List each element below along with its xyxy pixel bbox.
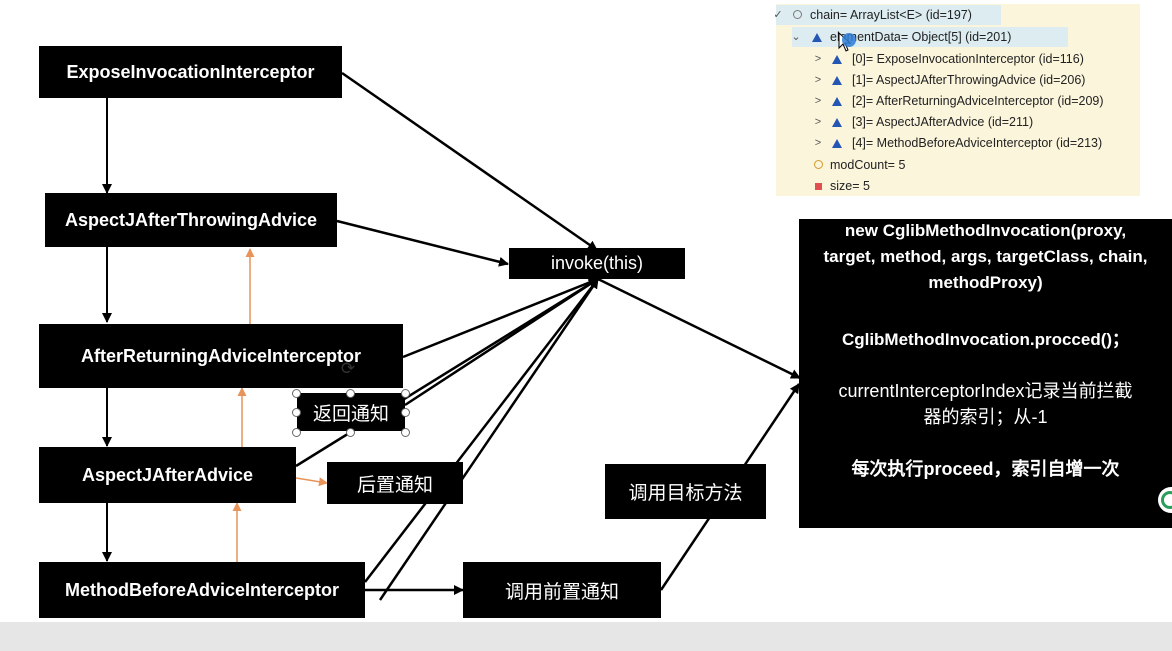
node-call-target-method: 调用目标方法 bbox=[605, 464, 766, 519]
field-icon bbox=[832, 76, 842, 85]
field-icon bbox=[832, 139, 842, 148]
chevron-down-icon[interactable]: ⌄ bbox=[791, 31, 801, 43]
info-line: CglibMethodInvocation.procced()； bbox=[841, 330, 1130, 349]
resize-handle[interactable] bbox=[401, 428, 410, 437]
resize-handle[interactable] bbox=[401, 408, 410, 417]
arrow-expose-to-invoke bbox=[341, 71, 598, 252]
node-method-before-advice-interceptor: MethodBeforeAdviceInterceptor bbox=[39, 562, 365, 618]
resize-handle[interactable] bbox=[292, 428, 301, 437]
node-after-notice: 后置通知 bbox=[327, 462, 463, 504]
private-field-icon bbox=[815, 183, 822, 190]
loading-indicator-icon bbox=[842, 33, 856, 47]
resize-handle[interactable] bbox=[346, 428, 355, 437]
info-line: new CglibMethodInvocation(proxy, bbox=[844, 221, 1127, 240]
chevron-down-icon[interactable]: ✓ bbox=[773, 9, 783, 21]
info-line: 每次执行proceed，索引自增一次 bbox=[851, 459, 1120, 479]
resize-handle[interactable] bbox=[346, 389, 355, 398]
field-icon bbox=[812, 33, 822, 42]
field-icon bbox=[832, 118, 842, 127]
debug-row-size[interactable]: size= 5 bbox=[812, 176, 1012, 196]
info-line: methodProxy) bbox=[928, 273, 1043, 292]
node-after-returning-advice-interceptor: AfterReturningAdviceInterceptor bbox=[39, 324, 403, 388]
debug-row-item-4[interactable]: > [4]= MethodBeforeAdviceInterceptor (id… bbox=[812, 133, 1132, 153]
arrow-before-to-invoke-a bbox=[364, 278, 599, 583]
arrow-invoke-to-info bbox=[597, 277, 801, 380]
node-invoke-this: invoke(this) bbox=[509, 248, 685, 279]
resize-handle[interactable] bbox=[292, 408, 301, 417]
debug-row-item-0[interactable]: > [0]= ExposeInvocationInterceptor (id=1… bbox=[812, 49, 1132, 69]
arrow-returning-to-invoke bbox=[402, 277, 599, 359]
chevron-right-icon[interactable]: > bbox=[814, 95, 822, 107]
node-expose-invocation-interceptor: ExposeInvocationInterceptor bbox=[39, 46, 342, 98]
resize-handle[interactable] bbox=[292, 389, 301, 398]
debugger-variables-panel: ✓ chain= ArrayList<E> (id=197) ⌄ element… bbox=[773, 4, 1140, 196]
info-panel: new CglibMethodInvocation(proxy, target,… bbox=[799, 219, 1172, 528]
arrow-throwing-to-invoke bbox=[336, 219, 509, 267]
field-icon bbox=[832, 55, 842, 64]
field-icon bbox=[832, 97, 842, 106]
chevron-right-icon[interactable]: > bbox=[814, 137, 822, 149]
bottom-strip bbox=[0, 622, 1172, 651]
object-icon bbox=[793, 10, 802, 19]
diagram-arrows bbox=[102, 71, 801, 601]
info-line: target, method, args, targetClass, chain… bbox=[823, 247, 1148, 266]
protected-field-icon bbox=[814, 160, 823, 169]
chevron-right-icon[interactable]: > bbox=[814, 53, 822, 65]
debug-row-item-3[interactable]: > [3]= AspectJAfterAdvice (id=211) bbox=[812, 112, 1132, 132]
node-return-notice[interactable]: 返回通知 bbox=[297, 393, 405, 431]
chevron-right-icon[interactable]: > bbox=[814, 74, 822, 86]
info-line: currentInterceptorIndex记录当前拦截 bbox=[838, 381, 1133, 401]
arrow-before-to-invoke-b bbox=[378, 278, 600, 601]
node-aspectj-after-advice: AspectJAfterAdvice bbox=[39, 447, 296, 503]
debug-row-element-data[interactable]: ⌄ elementData= Object[5] (id=201) bbox=[791, 27, 1068, 47]
info-line: 器的索引；从-1 bbox=[923, 407, 1048, 427]
debug-row-mod-count[interactable]: modCount= 5 bbox=[812, 155, 1012, 175]
debug-row-item-1[interactable]: > [1]= AspectJAfterThrowingAdvice (id=20… bbox=[812, 70, 1132, 90]
node-call-before-notice: 调用前置通知 bbox=[463, 562, 661, 618]
rotate-handle-icon[interactable]: ⟳ bbox=[340, 359, 356, 378]
chevron-right-icon[interactable]: > bbox=[814, 116, 822, 128]
app-logo-icon bbox=[1158, 487, 1172, 513]
node-aspectj-after-throwing-advice: AspectJAfterThrowingAdvice bbox=[45, 193, 337, 247]
debug-row-chain[interactable]: ✓ chain= ArrayList<E> (id=197) bbox=[773, 5, 1001, 25]
return-arrow-4 bbox=[295, 477, 328, 487]
resize-handle[interactable] bbox=[401, 389, 410, 398]
debug-row-item-2[interactable]: > [2]= AfterReturningAdviceInterceptor (… bbox=[812, 91, 1132, 111]
